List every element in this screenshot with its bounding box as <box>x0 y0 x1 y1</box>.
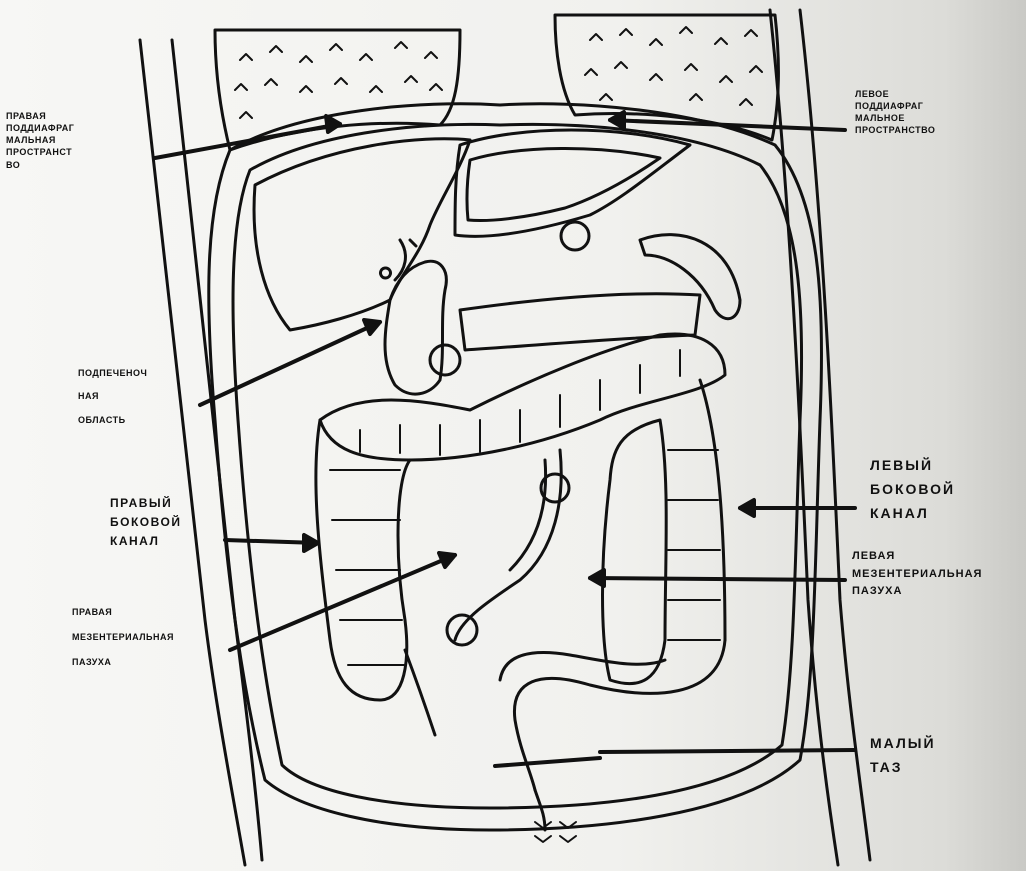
liver <box>254 139 470 330</box>
label-line: ПРАВАЯ <box>6 110 74 122</box>
right-body-wall-inner <box>800 10 870 860</box>
label-line: ЛЕВАЯ <box>852 548 982 566</box>
label-left-subphrenic-space: ЛЕВОЕ ПОДДИАФРАГ МАЛЬНОЕ ПРОСТРАНСТВО <box>855 88 935 137</box>
label-line: ПОДПЕЧЕНОЧ <box>78 362 147 385</box>
label-line: ПРАВЫЙ <box>110 494 181 513</box>
label-right-mesenteric-sinus: ПРАВАЯ МЕЗЕНТЕРИАЛЬНАЯ ПАЗУХА <box>72 600 174 676</box>
label-small-pelvis: МАЛЫЙ ТАЗ <box>870 732 936 780</box>
pancreas-vessel <box>561 222 589 250</box>
ascending-colon-haustra <box>330 470 404 665</box>
right-rib-block <box>215 30 460 150</box>
ascending-colon <box>316 420 410 700</box>
label-line: МЕЗЕНТЕРИАЛЬНАЯ <box>852 566 982 584</box>
label-right-subphrenic-space: ПРАВАЯ ПОДДИАФРАГ МАЛЬНАЯ ПРОСТРАНСТ ВО <box>6 110 74 171</box>
stomach-inner <box>467 148 660 220</box>
label-subhepatic-area: ПОДПЕЧЕНОЧ НАЯ ОБЛАСТЬ <box>78 362 147 432</box>
label-line: ПРОСТРАНСТ <box>6 146 74 158</box>
descending-colon <box>603 420 667 684</box>
label-line: ПРОСТРАНСТВО <box>855 124 935 136</box>
label-line: КАНАЛ <box>110 532 181 551</box>
label-line: ПОДДИАФРАГ <box>855 100 935 112</box>
descending-colon-haustra <box>668 450 720 640</box>
duodenal-vessel <box>430 345 460 375</box>
label-line: НАЯ <box>78 385 147 408</box>
bile-duct <box>381 240 416 280</box>
left-body-wall-outer <box>140 40 245 865</box>
label-line: ОБЛАСТЬ <box>78 409 147 432</box>
label-line: ПОДДИАФРАГ <box>6 122 74 134</box>
arrow-right-subphrenic-head <box>326 116 340 132</box>
arrow-subhepatic <box>200 322 380 405</box>
arrow-right-lateral-canal-head <box>304 535 318 551</box>
label-left-mesenteric-sinus: ЛЕВАЯ МЕЗЕНТЕРИАЛЬНАЯ ПАЗУХА <box>852 548 982 601</box>
label-line: БОКОВОЙ <box>870 478 955 502</box>
label-left-lateral-canal: ЛЕВЫЙ БОКОВОЙ КАНАЛ <box>870 454 955 525</box>
label-line: МАЛЫЙ <box>870 732 936 756</box>
transverse-colon-haustra <box>360 350 680 455</box>
label-line: МАЛЬНОЕ <box>855 112 935 124</box>
mesentery-root-2 <box>510 460 546 570</box>
pelvic-marks <box>535 822 576 842</box>
spleen <box>640 235 740 319</box>
arrow-subhepatic-head <box>364 320 380 334</box>
label-line: ЛЕВЫЙ <box>870 454 955 478</box>
label-line: МАЛЬНАЯ <box>6 134 74 146</box>
label-line: ПАЗУХА <box>852 583 982 601</box>
label-line: ПАЗУХА <box>72 650 174 675</box>
mesenteric-vessel-lower <box>447 615 477 645</box>
label-line: ПРАВАЯ <box>72 600 174 625</box>
arrow-small-pelvis-2 <box>495 758 600 766</box>
arrow-left-mesenteric <box>590 578 845 580</box>
arrow-left-lateral-canal-head <box>740 500 754 516</box>
label-line: КАНАЛ <box>870 502 955 526</box>
arrow-right-mesenteric-head <box>439 553 455 567</box>
label-line: ЛЕВОЕ <box>855 88 935 100</box>
appendix <box>405 650 435 735</box>
label-right-lateral-canal: ПРАВЫЙ БОКОВОЙ КАНАЛ <box>110 494 181 552</box>
pancreas <box>460 294 700 350</box>
sigmoid-colon-inner <box>500 653 665 680</box>
arrow-small-pelvis <box>600 750 855 752</box>
label-line: БОКОВОЙ <box>110 513 181 532</box>
label-line: МЕЗЕНТЕРИАЛЬНАЯ <box>72 625 174 650</box>
label-line: ВО <box>6 159 74 171</box>
label-line: ТАЗ <box>870 756 936 780</box>
arrow-left-mesenteric-head <box>590 570 604 586</box>
